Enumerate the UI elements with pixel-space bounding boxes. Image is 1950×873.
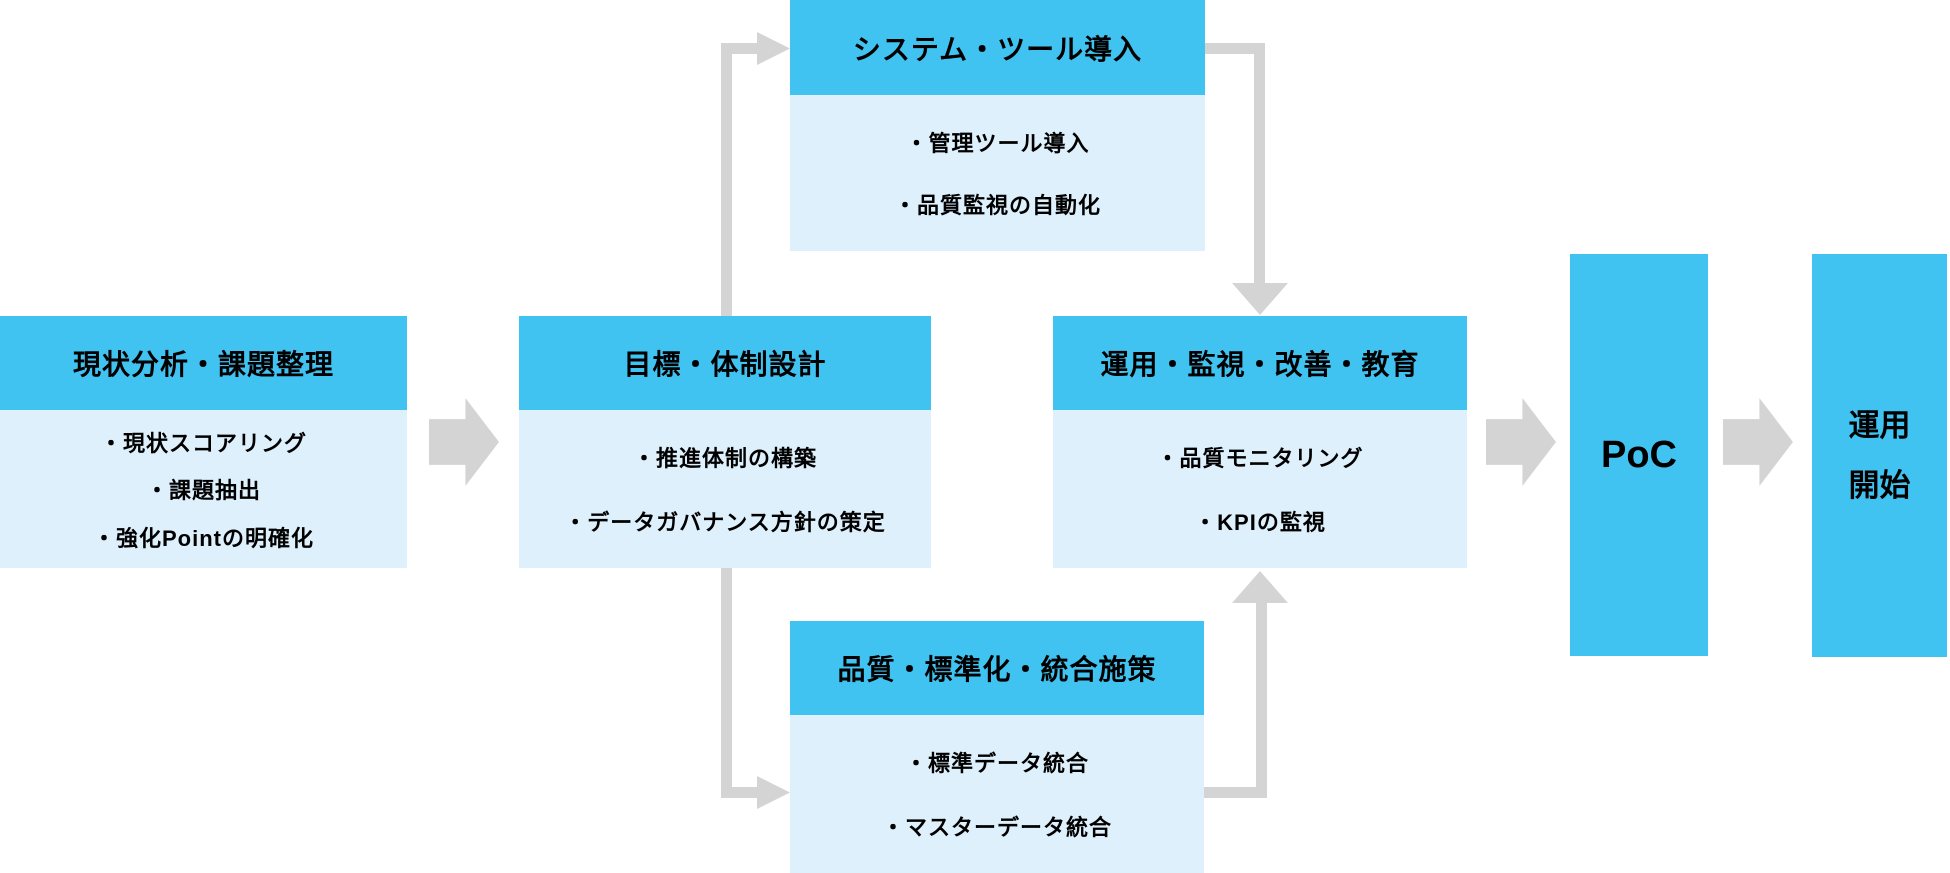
operation-start-line2: 開始 (1848, 467, 1911, 503)
elbow-goal-to-system-horizontal (721, 43, 757, 54)
elbow-system-to-operation-horizontal (1205, 43, 1265, 54)
stage-body-operation-monitor: ・品質モニタリング ・KPIの監視 (1053, 410, 1467, 568)
stage-title-quality-standard: 品質・標準化・統合施策 (790, 621, 1204, 715)
elbow-system-to-operation-vertical (1254, 43, 1265, 283)
elbow-goal-to-quality-vertical (721, 568, 732, 798)
poc-label: PoC (1601, 433, 1677, 476)
operation-start-box: 運用 開始 (1812, 254, 1947, 657)
elbow-goal-to-quality-horizontal (721, 787, 757, 798)
stage-box-operation-monitor: 運用・監視・改善・教育 ・品質モニタリング ・KPIの監視 (1053, 316, 1467, 568)
bullet-item: ・品質モニタリング (1156, 446, 1364, 472)
arrow-right-poc-to-start-icon (1723, 398, 1793, 486)
bullet-item: ・管理ツール導入 (905, 130, 1090, 156)
bullet-item: ・現状スコアリング (99, 430, 307, 456)
stage-box-goal-design: 目標・体制設計 ・推進体制の構築 ・データガバナンス方針の策定 (519, 316, 931, 568)
bullet-item: ・標準データ統合 (904, 751, 1089, 777)
elbow-quality-to-operation-horizontal (1204, 787, 1267, 798)
stage-box-current-analysis: 現状分析・課題整理 ・現状スコアリング ・課題抽出 ・強化Pointの明確化 (0, 316, 407, 568)
stage-body-current-analysis: ・現状スコアリング ・課題抽出 ・強化Pointの明確化 (0, 410, 407, 568)
poc-box: PoC (1570, 254, 1708, 656)
arrowhead-right-into-quality-icon (757, 776, 790, 809)
arrowhead-up-into-operation-icon (1232, 571, 1288, 603)
stage-body-system-tool: ・管理ツール導入 ・品質監視の自動化 (790, 95, 1205, 251)
arrow-right-operation-to-poc-icon (1486, 398, 1556, 486)
stage-box-quality-standard: 品質・標準化・統合施策 ・標準データ統合 ・マスターデータ統合 (790, 621, 1204, 873)
bullet-item: ・データガバナンス方針の策定 (564, 509, 886, 535)
stage-title-system-tool: システム・ツール導入 (790, 0, 1205, 95)
stage-body-goal-design: ・推進体制の構築 ・データガバナンス方針の策定 (519, 410, 931, 568)
stage-title-goal-design: 目標・体制設計 (519, 316, 931, 410)
bullet-item: ・KPIの監視 (1194, 509, 1326, 535)
stage-box-system-tool: システム・ツール導入 ・管理ツール導入 ・品質監視の自動化 (790, 0, 1205, 251)
elbow-goal-to-system-vertical (721, 43, 732, 316)
stage-body-quality-standard: ・標準データ統合 ・マスターデータ統合 (790, 715, 1204, 873)
bullet-item: ・強化Pointの明確化 (93, 525, 314, 551)
arrowhead-down-into-operation-icon (1232, 283, 1288, 315)
arrowhead-right-into-system-icon (757, 32, 790, 65)
bullet-item: ・課題抽出 (145, 478, 261, 503)
bullet-item: ・推進体制の構築 (632, 446, 817, 472)
elbow-quality-to-operation-vertical (1256, 603, 1267, 798)
operation-start-line1: 運用 (1848, 407, 1911, 443)
stage-title-operation-monitor: 運用・監視・改善・教育 (1053, 316, 1467, 410)
stage-title-current-analysis: 現状分析・課題整理 (0, 316, 407, 410)
arrow-right-current-to-goal-icon (429, 398, 499, 486)
bullet-item: ・品質監視の自動化 (893, 193, 1101, 219)
bullet-item: ・マスターデータ統合 (881, 814, 1112, 840)
